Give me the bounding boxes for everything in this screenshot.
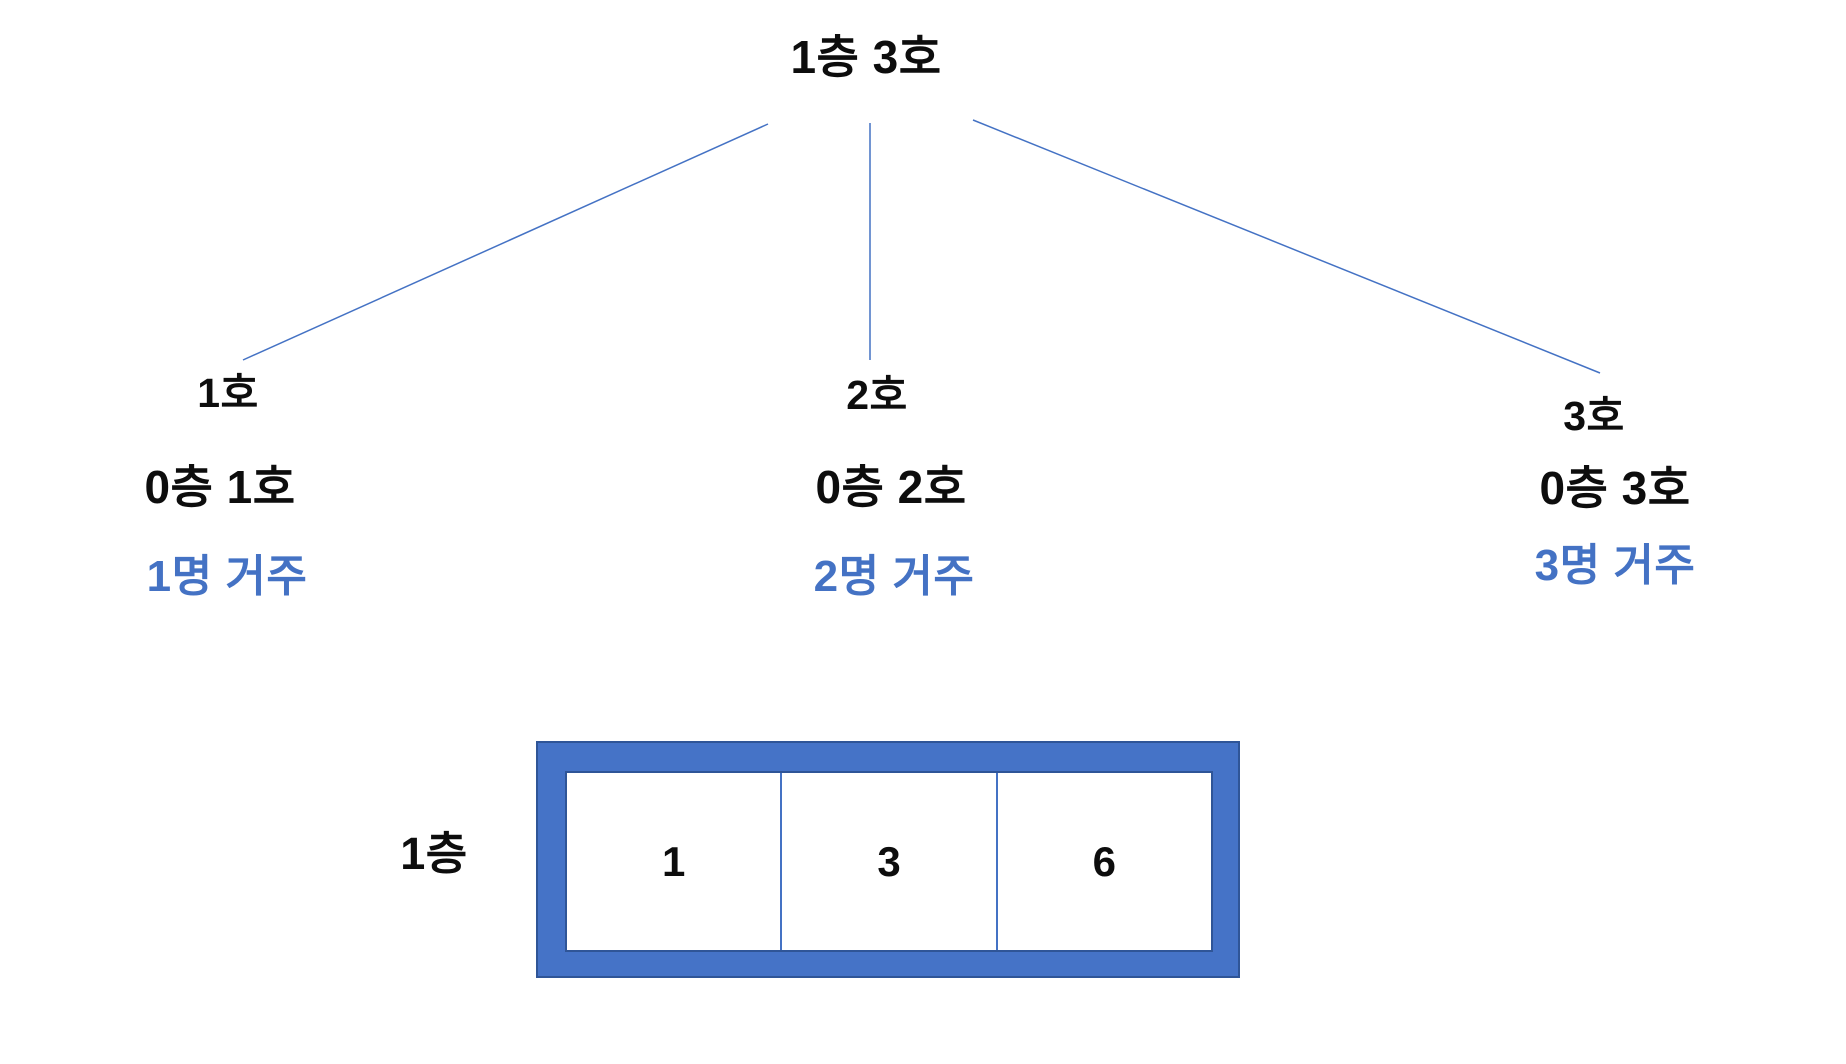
- floor-unit-label: 0층 2호: [815, 461, 967, 513]
- unit-label: 2호: [846, 372, 908, 418]
- floor-cell-1: 1: [661, 837, 686, 885]
- floor-row-box: 1 3 6: [536, 741, 1240, 978]
- connector-line-left: [242, 123, 769, 361]
- occupancy-label: 3명 거주: [1534, 541, 1696, 590]
- occupancy-label: 1명 거주: [146, 552, 308, 601]
- floor-cell-3: 6: [995, 773, 1211, 950]
- tree-root-label: 1층 3호: [790, 31, 942, 83]
- floor-row-cells: 1 3 6: [565, 771, 1213, 952]
- unit-label: 1호: [197, 370, 259, 416]
- occupancy-label: 2명 거주: [813, 552, 975, 601]
- floor-unit-label: 0층 1호: [144, 461, 296, 513]
- floor-cell-2: 3: [780, 773, 995, 950]
- floor-label: 1층: [400, 828, 468, 879]
- connector-line-right: [972, 119, 1601, 374]
- floor-unit-label: 0층 3호: [1539, 462, 1691, 514]
- unit-label: 3호: [1563, 393, 1625, 439]
